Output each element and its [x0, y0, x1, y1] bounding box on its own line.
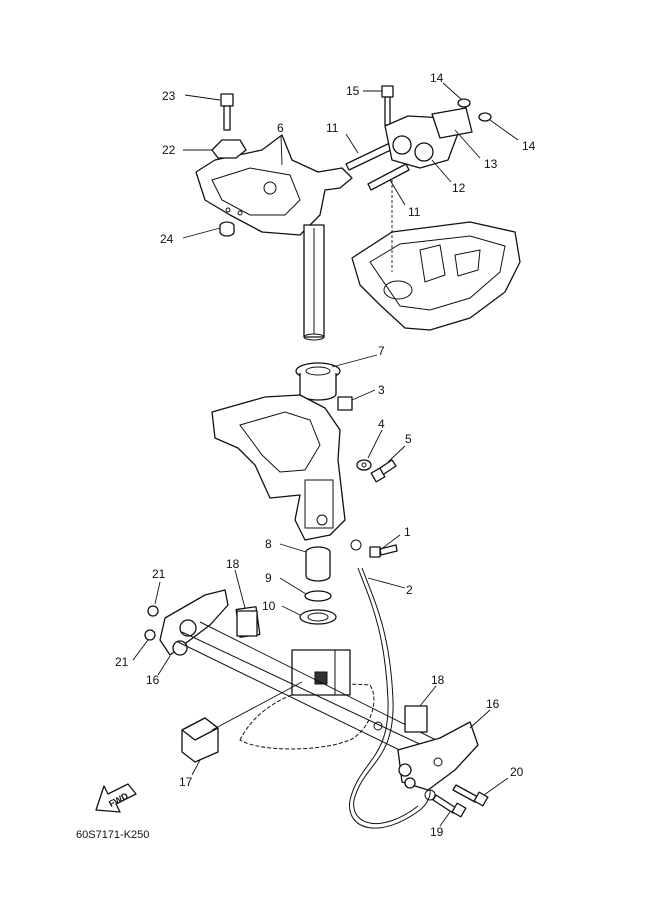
- callout-11-upper: 11: [326, 121, 339, 135]
- callout-14-right: 14: [522, 139, 536, 153]
- fwd-arrow-icon: FWD: [95, 783, 137, 813]
- callout-21-lower: 21: [115, 655, 129, 669]
- callout-14-top: 14: [430, 71, 444, 85]
- callout-3: 3: [378, 383, 385, 397]
- callout-18-left: 18: [226, 557, 240, 571]
- callout-22: 22: [162, 143, 176, 157]
- drive-shaft-housing: [239, 649, 375, 750]
- callout-1: 1: [404, 525, 411, 539]
- plate-3: [337, 396, 353, 411]
- callout-10: 10: [262, 599, 276, 613]
- callout-15: 15: [346, 84, 360, 98]
- bolt-20: [452, 784, 489, 807]
- callout-12: 12: [452, 181, 466, 195]
- bolt-1: [369, 544, 398, 558]
- callout-11-lower: 11: [408, 205, 421, 219]
- o-ring-9: [304, 590, 332, 602]
- callout-4: 4: [378, 417, 385, 431]
- mount-through-rod: [177, 621, 441, 761]
- bushing-8: [305, 546, 331, 582]
- stud-bolts-11: [345, 141, 410, 272]
- nut-21-lower: [144, 629, 156, 641]
- callout-23: 23: [162, 89, 176, 103]
- steering-bracket: [195, 134, 353, 236]
- steering-shaft: [303, 224, 325, 341]
- callout-9: 9: [265, 571, 272, 585]
- bottom-cowling-pan: [351, 221, 521, 331]
- callout-24: 24: [160, 232, 174, 246]
- swivel-bracket: [211, 394, 346, 541]
- callout-7: 7: [378, 344, 385, 358]
- callout-8: 8: [265, 537, 272, 551]
- callout-6: 6: [277, 121, 284, 135]
- nut-24: [219, 221, 235, 237]
- leader-lines: [132, 82, 519, 827]
- mount-assembly: [381, 85, 492, 169]
- callout-20: 20: [510, 765, 524, 779]
- callout-16-right: 16: [486, 697, 500, 711]
- bolt-23: [220, 93, 234, 131]
- callouts: 1 2 3 4 5 6 7 8 9 10 11 11 12 13 14 14 1…: [115, 71, 536, 839]
- callout-2: 2: [406, 583, 413, 597]
- mount-rubber-18-right: [404, 705, 428, 733]
- plate-22: [211, 139, 247, 159]
- bushing-7: [295, 362, 341, 401]
- collar-4: [356, 459, 372, 471]
- callout-21-upper: 21: [152, 567, 166, 581]
- callout-18-right: 18: [431, 673, 445, 687]
- callout-5: 5: [405, 432, 412, 446]
- callout-19: 19: [430, 825, 444, 839]
- nut-21-upper: [147, 605, 159, 617]
- mount-rubber-18-left: [236, 610, 258, 637]
- callout-17: 17: [179, 775, 193, 789]
- reference-code: 60S7171-K250: [76, 829, 149, 841]
- bolt-5: [370, 459, 397, 483]
- callout-13: 13: [484, 157, 498, 171]
- bolt-19: [432, 794, 467, 818]
- callout-16-left: 16: [146, 673, 160, 687]
- lower-mount-bracket-right: [397, 721, 479, 791]
- mount-rubber-17: [181, 681, 303, 763]
- oil-seal-10: [299, 609, 337, 625]
